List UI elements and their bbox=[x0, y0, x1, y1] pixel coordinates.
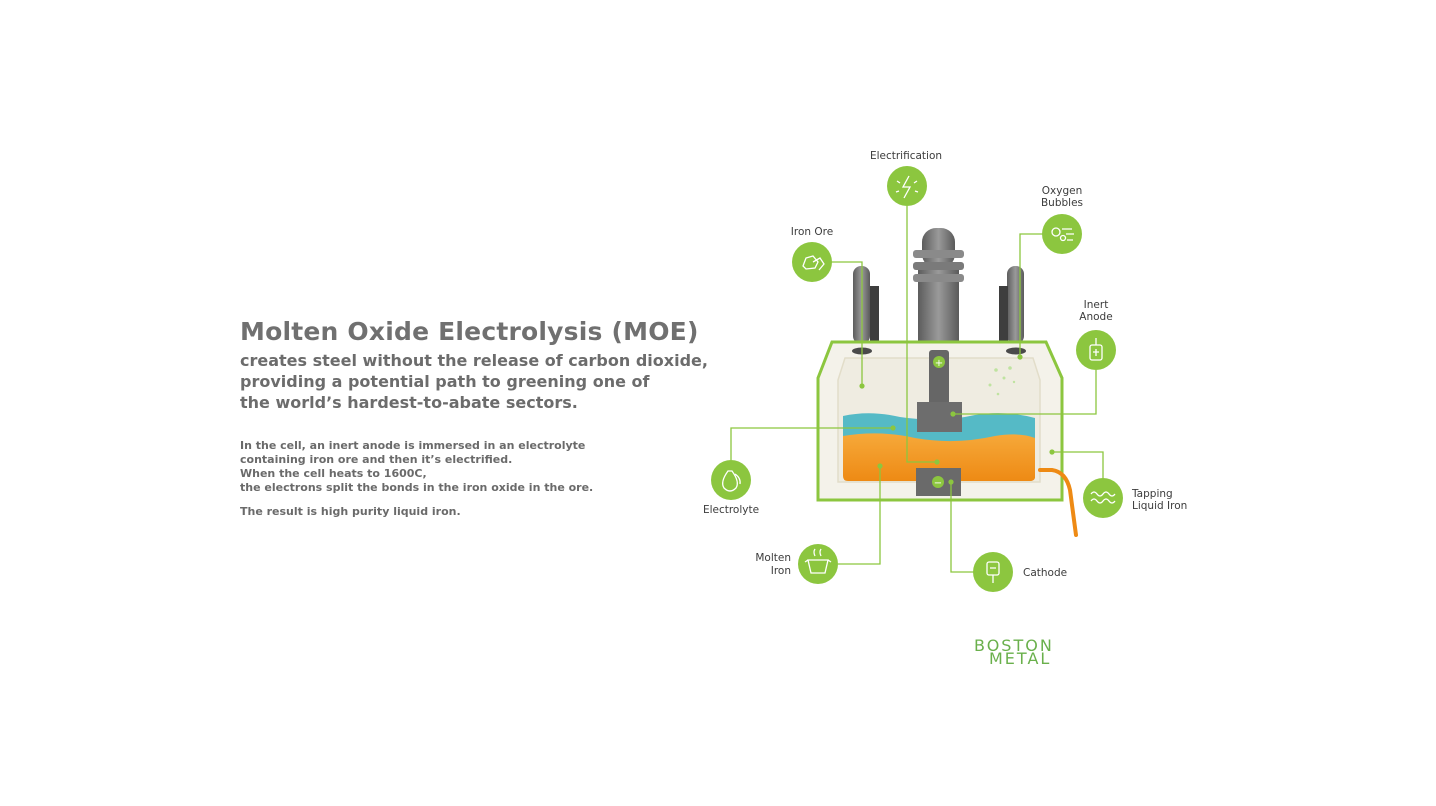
cathode-icon bbox=[986, 561, 1000, 583]
pot-icon bbox=[804, 548, 832, 574]
electrification-badge bbox=[887, 166, 927, 206]
anode-icon bbox=[1089, 338, 1103, 361]
body-line: In the cell, an inert anode is immersed … bbox=[240, 439, 586, 452]
label-iron-ore: Iron Ore bbox=[791, 226, 833, 238]
label-inert-line1: Inert bbox=[1084, 299, 1109, 311]
logo-line2: METAL bbox=[989, 649, 1052, 668]
inert-anode-badge bbox=[1076, 330, 1116, 370]
label-oxygen-line2: Bubbles bbox=[1041, 197, 1083, 209]
label-electrification: Electrification bbox=[870, 150, 942, 162]
label-cathode: Cathode bbox=[1023, 567, 1067, 579]
boston-metal-logo: BOSTON METAL bbox=[974, 636, 1054, 668]
cathode-badge bbox=[973, 552, 1013, 592]
droplet-icon bbox=[722, 470, 741, 492]
tapping-pipe bbox=[1038, 468, 1078, 537]
side-electrode-left bbox=[853, 266, 879, 344]
lightning-icon bbox=[895, 175, 919, 199]
body-text: In the cell, an inert anode is immersed … bbox=[240, 439, 710, 519]
iron-ore-badge bbox=[792, 242, 832, 282]
subhead-line: the world’s hardest-to-abate sectors. bbox=[240, 393, 578, 412]
molten-iron-badge bbox=[798, 544, 838, 584]
logo-line1: BOSTON bbox=[974, 636, 1054, 655]
tapping-badge bbox=[1083, 478, 1123, 518]
molten-iron-layer bbox=[843, 433, 1035, 481]
svg-text:+: + bbox=[935, 358, 943, 369]
anode-column bbox=[913, 228, 964, 345]
subhead-line: providing a potential path to greening o… bbox=[240, 372, 650, 391]
label-molten-line1: Molten bbox=[755, 552, 791, 564]
leader-dots bbox=[859, 354, 1055, 485]
oxygen-badge bbox=[1042, 214, 1082, 254]
result-line: The result is high purity liquid iron. bbox=[240, 505, 461, 518]
body-line: the electrons split the bonds in the iro… bbox=[240, 481, 594, 494]
inert-anode: + bbox=[917, 350, 962, 432]
cathode-block: − bbox=[916, 468, 961, 496]
body-line: containing iron ore and then it’s electr… bbox=[240, 453, 513, 466]
oxygen-bubbles bbox=[988, 366, 1016, 396]
label-tapping-line1: Tapping bbox=[1131, 488, 1173, 500]
subhead-line: creates steel without the release of car… bbox=[240, 351, 708, 370]
bubbles-icon bbox=[1051, 227, 1074, 242]
headline: Molten Oxide Electrolysis (MOE) bbox=[240, 317, 699, 346]
label-oxygen-line1: Oxygen bbox=[1042, 185, 1082, 197]
label-electrolyte: Electrolyte bbox=[703, 504, 759, 516]
electrolyte-badge bbox=[711, 460, 751, 500]
label-molten-line2: Iron bbox=[771, 565, 791, 577]
body-line: When the cell heats to 1600C, bbox=[240, 467, 427, 480]
svg-text:−: − bbox=[934, 478, 942, 489]
label-inert-line2: Anode bbox=[1079, 311, 1112, 323]
ore-icon bbox=[802, 255, 825, 271]
wave-icon bbox=[1090, 491, 1116, 504]
intro-text: Molten Oxide Electrolysis (MOE) creates … bbox=[240, 316, 710, 519]
label-tapping-line2: Liquid Iron bbox=[1132, 500, 1187, 512]
